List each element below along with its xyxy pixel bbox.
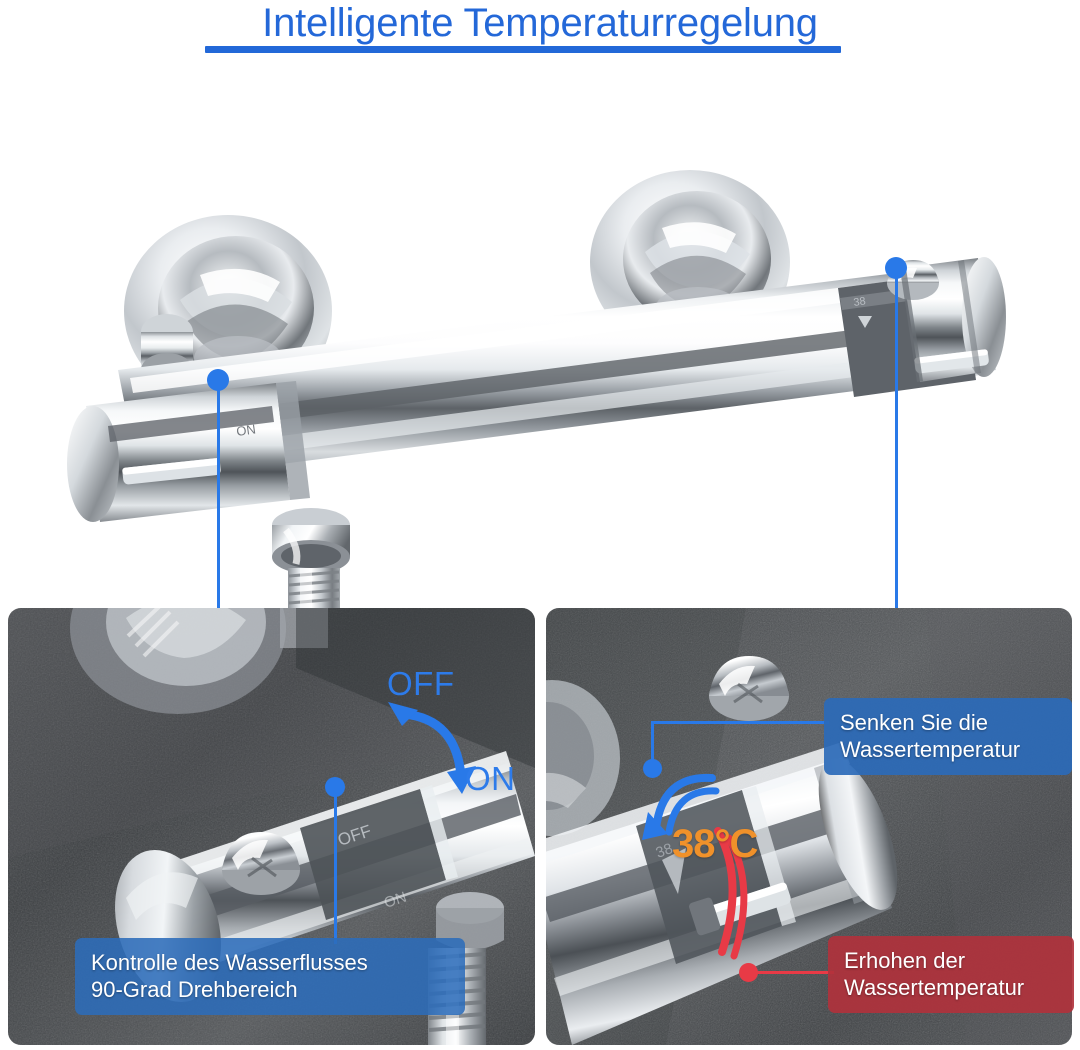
flow-callout-dot — [325, 777, 345, 797]
title-underline-rule — [205, 46, 841, 53]
rotation-scale-collar: OFF ON — [300, 789, 446, 920]
lower-temperature-leader-horizontal — [651, 721, 829, 724]
title-block: Intelligente Temperaturregelung — [0, 0, 1080, 70]
svg-text:ON: ON — [382, 889, 409, 912]
on-label: ON — [465, 760, 516, 797]
lower-temperature-dot — [643, 759, 662, 778]
flow-control-handle: ON — [67, 381, 310, 522]
lock-button — [222, 832, 300, 895]
svg-text:ON: ON — [235, 421, 256, 439]
flexible-shower-hose — [288, 568, 340, 608]
page-title: Intelligente Temperaturregelung — [262, 1, 818, 45]
mixer-valve-body — [118, 265, 980, 482]
hero-product-image: ON 38 — [0, 70, 1080, 608]
svg-text:38: 38 — [853, 295, 867, 309]
temperature-value-marker: 38°C — [672, 822, 758, 866]
hero-leader-line-temperature — [894, 273, 898, 610]
raise-temperature-dot — [739, 963, 758, 982]
flow-control-label: Kontrolle des Wasserflusses 90-Grad Dreh… — [75, 938, 465, 1015]
shower-hose-outlet — [272, 508, 350, 574]
hero-leader-line-flow — [216, 385, 220, 610]
hero-callout-dot-temperature — [885, 257, 907, 279]
lower-temperature-label: Senken Sie die Wassertemperatur — [824, 698, 1072, 775]
handle-end-cap-right — [818, 758, 898, 910]
safety-override-button — [709, 656, 789, 721]
raise-temperature-leader-horizontal — [754, 971, 834, 974]
lower-temperature-leader-vertical — [651, 722, 654, 764]
off-label: OFF — [387, 665, 455, 702]
raise-temperature-label: Erhohen der Wassertemperatur — [828, 936, 1074, 1013]
hero-callout-dot-flow — [207, 369, 229, 391]
flow-leader-line — [333, 792, 337, 944]
